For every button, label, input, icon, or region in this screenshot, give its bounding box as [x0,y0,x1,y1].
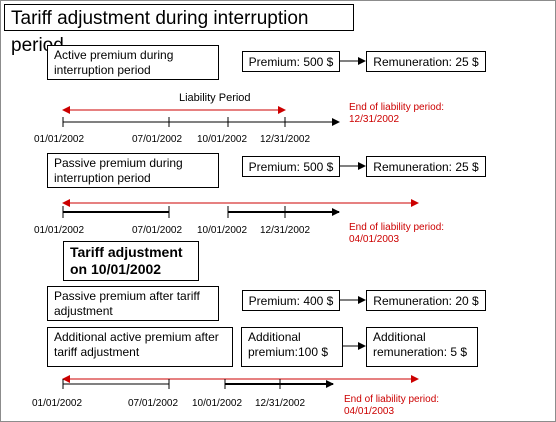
date-label-2a: 01/01/2002 [34,225,85,236]
end-note-1-line2: 12/31/2002 [349,114,400,125]
end-note-3-line1: End of liability period: [344,394,440,405]
page-title: Tariff adjustment during interruption pe… [4,4,354,56]
date-label-2b: 07/01/2002 [132,225,183,236]
premium-box-3: Premium: 400 $ [242,290,340,311]
passive-premium-box: Passive premium during interruption peri… [47,153,219,188]
additional-premium-line1: Additional [248,330,301,344]
premium-box-2: Premium: 500 $ [242,156,340,177]
passive-premium-after-box: Passive premium after tariff adjustment [47,286,219,321]
liability-period-label: Liability Period [179,92,251,104]
end-note-1-line1: End of liability period: [349,102,445,113]
date-label-1b: 07/01/2002 [132,134,183,145]
date-label-1d: 12/31/2002 [260,134,311,145]
tariff-adjustment-line1: Tariff adjustment [70,244,183,260]
end-note-3-line2: 04/01/2003 [344,406,395,417]
date-label-1c: 10/01/2002 [197,134,248,145]
end-note-2-line1: End of liability period: [349,222,445,233]
date-label-2c: 10/01/2002 [197,225,248,236]
tariff-adjustment-line2: on 10/01/2002 [70,261,162,277]
end-note-2-line2: 04/01/2003 [349,234,400,245]
date-label-2d: 12/31/2002 [260,225,311,236]
remuneration-box-1: Remuneration: 25 $ [366,51,486,72]
date-label-3b: 07/01/2002 [128,398,179,409]
active-premium-box: Active premium during interruption perio… [47,45,219,80]
additional-active-premium-box: Additional active premium after tariff a… [47,327,233,367]
remuneration-box-3: Remuneration: 20 $ [366,290,486,311]
additional-premium-line2: premium:100 $ [248,345,329,359]
date-label-3d: 12/31/2002 [255,398,306,409]
additional-remuneration-box: Additional remuneration: 5 $ [366,327,478,367]
date-label-3c: 10/01/2002 [192,398,243,409]
additional-remuneration-line2: remuneration: 5 $ [373,345,468,359]
premium-box-1: Premium: 500 $ [242,51,340,72]
date-label-3a: 01/01/2002 [32,398,83,409]
additional-remuneration-line1: Additional [373,330,426,344]
date-label-1a: 01/01/2002 [34,134,85,145]
remuneration-box-2: Remuneration: 25 $ [366,156,486,177]
tariff-adjustment-box: Tariff adjustment on 10/01/2002 [63,241,199,281]
additional-premium-box: Additional premium:100 $ [241,327,343,367]
